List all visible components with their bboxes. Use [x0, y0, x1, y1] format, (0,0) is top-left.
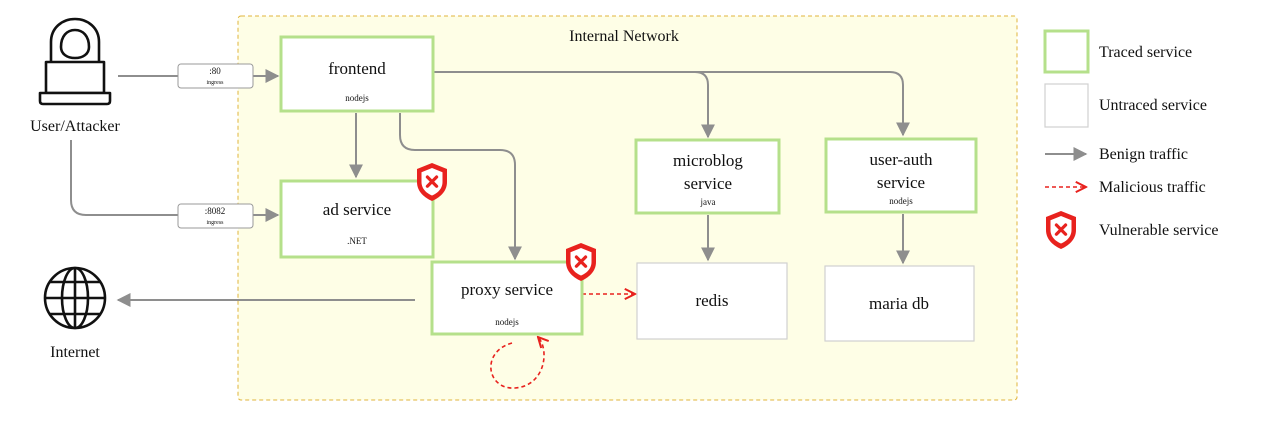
- edge-frontend-to-proxy: [399, 113, 522, 261]
- frontend-title: frontend: [328, 59, 386, 78]
- legend-vulnerable: Vulnerable service: [1044, 209, 1218, 251]
- benign-traffic-edges: [70, 69, 910, 307]
- proxy-service-tech: nodejs: [495, 317, 519, 327]
- edge-frontend-to-userauth: [695, 71, 910, 137]
- ad-service-tech: .NET: [347, 236, 367, 246]
- legend-untraced: Untraced service: [1044, 83, 1207, 128]
- service-microblog: microblog service java: [634, 138, 781, 215]
- microblog-title-line1: microblog: [673, 151, 743, 170]
- port-tag-8082: :8082 ingress: [177, 203, 254, 229]
- legend-untraced-label: Untraced service: [1099, 97, 1207, 114]
- port-80-label: :80: [209, 66, 221, 76]
- port-80-type: ingress: [207, 80, 225, 86]
- service-proxy-service: proxy service nodejs: [430, 260, 584, 336]
- user-auth-title-line1: user-auth: [870, 150, 933, 169]
- microblog-tech: java: [700, 197, 716, 207]
- edge-user-to-port8082: [70, 140, 178, 216]
- legend-traced-label: Traced service: [1099, 44, 1192, 61]
- internet-actor: Internet: [43, 266, 107, 361]
- internet-label: Internet: [50, 344, 100, 361]
- internal-network-title: Internal Network: [569, 28, 679, 45]
- ad-service-title: ad service: [323, 200, 391, 219]
- proxy-service-title: proxy service: [461, 280, 553, 299]
- redis-title: redis: [695, 291, 728, 310]
- port-8082-label: :8082: [205, 206, 226, 216]
- legend-malicious: Malicious traffic: [1045, 179, 1206, 196]
- legend-vulnerable-label: Vulnerable service: [1099, 222, 1218, 239]
- user-auth-title-line2: service: [877, 173, 925, 192]
- port-tag-80: :80 ingress: [177, 63, 254, 89]
- legend-malicious-label: Malicious traffic: [1099, 179, 1206, 196]
- service-redis: redis: [636, 262, 788, 340]
- malicious-traffic-edges: [490, 294, 635, 389]
- edge-proxy-self-loop-malicious: [490, 337, 544, 389]
- microblog-title-line2: service: [684, 174, 732, 193]
- legend-traced: Traced service: [1043, 29, 1192, 74]
- legend-vulnerable-shield-icon: [1044, 209, 1078, 251]
- legend: Traced service Untraced service Benign t…: [1043, 29, 1218, 251]
- user-attacker-actor: User/Attacker: [30, 17, 121, 135]
- frontend-tech: nodejs: [345, 93, 369, 103]
- port-8082-type: ingress: [207, 220, 225, 226]
- legend-benign: Benign traffic: [1045, 146, 1188, 163]
- maria-db-title: maria db: [869, 294, 929, 313]
- globe-icon: [43, 266, 107, 330]
- user-auth-tech: nodejs: [889, 196, 913, 206]
- service-frontend: frontend nodejs: [279, 35, 435, 113]
- service-maria-db: maria db: [824, 265, 975, 342]
- service-user-auth: user-auth service nodejs: [824, 137, 978, 214]
- service-ad-service: ad service .NET: [279, 179, 435, 259]
- user-attacker-label: User/Attacker: [30, 118, 120, 135]
- hooded-hacker-icon: [38, 17, 112, 106]
- legend-benign-label: Benign traffic: [1099, 146, 1188, 163]
